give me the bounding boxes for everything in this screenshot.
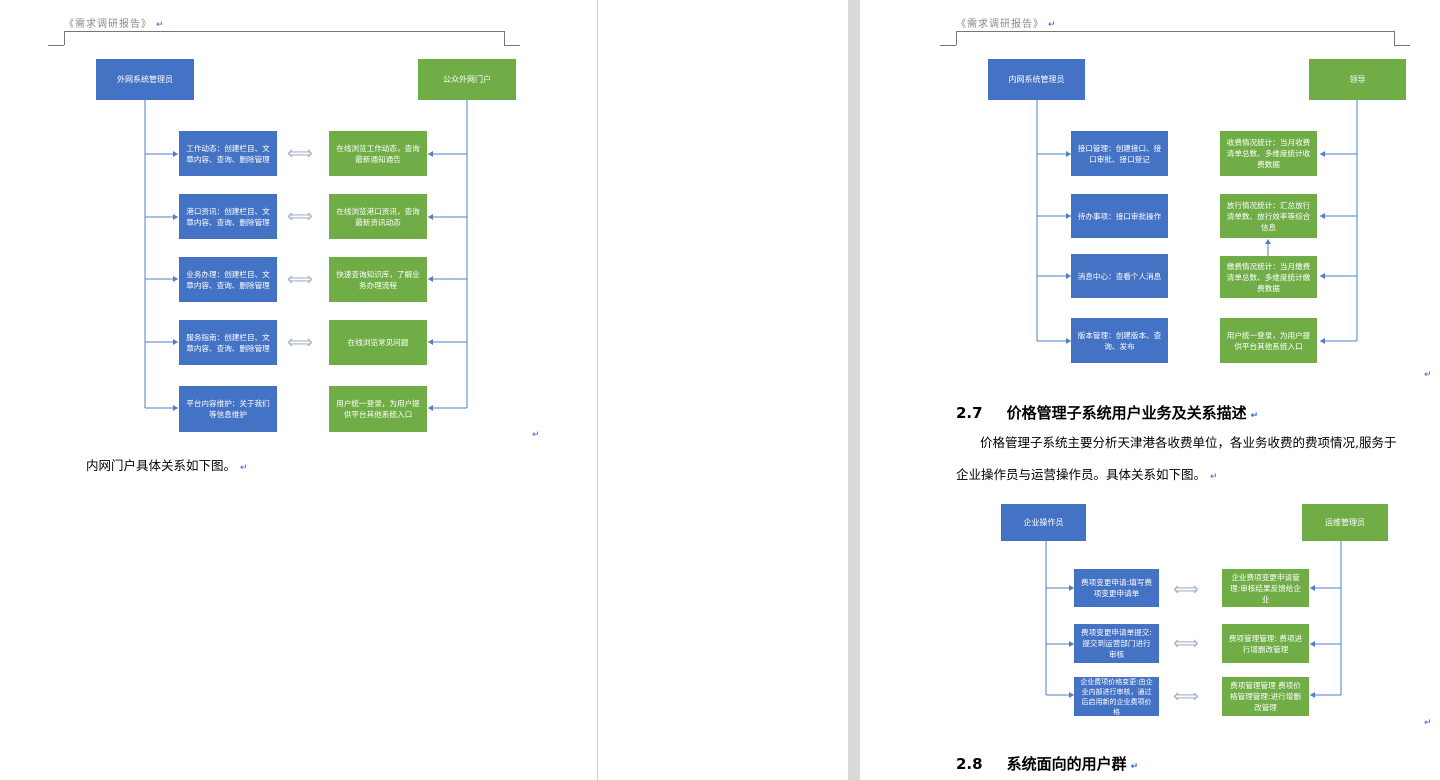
paragraph-line-2: 企业操作员与运营操作员。具体关系如下图。↵ bbox=[956, 464, 1218, 483]
diagram1-left-box-1: 工作动态：创建栏目、文章内容、查询、删除管理 bbox=[179, 131, 277, 176]
section-title: 系统面向的用户群 bbox=[1006, 755, 1127, 773]
diagram3-left-box-1: 费项变更申请:填写费项变更申请单 bbox=[1074, 569, 1159, 607]
section-number: 2.8 bbox=[956, 755, 983, 773]
return-mark-icon: ↵ bbox=[1130, 762, 1139, 772]
section-heading-2-7: 2.7 价格管理子系统用户业务及关系描述↵ bbox=[956, 402, 1258, 423]
diagram1-right-box-5: 用户统一登录，为用户提供平台其他系统入口 bbox=[329, 386, 427, 432]
page-header: 《需求调研报告》 ↵ bbox=[64, 15, 165, 30]
diagram2-left-box-4: 版本管理：创建版本、查询、发布 bbox=[1071, 318, 1168, 363]
diagram2-left-box-2: 待办事项：接口审批操作 bbox=[1071, 194, 1168, 238]
diagram1-left-box-2: 港口资讯：创建栏目、文章内容、查询、删除管理 bbox=[179, 194, 277, 239]
header-corner-right bbox=[504, 31, 505, 45]
double-arrow-icon: ⟺ bbox=[1173, 579, 1199, 600]
header-text: 《需求调研报告》 bbox=[64, 19, 152, 30]
diagram1-right-box-2: 在线浏览港口资讯，查询最新资讯动态 bbox=[329, 194, 427, 239]
header-corner-right bbox=[1394, 31, 1395, 45]
section-title: 价格管理子系统用户业务及关系描述 bbox=[1006, 404, 1247, 422]
diagram3-right-head: 运维管理员 bbox=[1302, 504, 1388, 541]
diagram2-left-head: 内网系统管理员 bbox=[988, 59, 1085, 100]
paragraph-mark-icon: ↵ bbox=[1424, 718, 1432, 728]
diagram2-connectors bbox=[1036, 100, 1358, 698]
double-arrow-icon: ⟺ bbox=[287, 332, 313, 353]
diagram1-right-head: 公众外网门户 bbox=[418, 59, 516, 100]
double-arrow-icon: ⟺ bbox=[1173, 686, 1199, 707]
double-arrow-icon: ⟺ bbox=[287, 269, 313, 290]
diagram1-left-box-4: 服务指南：创建栏目、文章内容、查询、删除管理 bbox=[179, 320, 277, 365]
header-corner-left bbox=[64, 31, 65, 45]
page-gap bbox=[848, 0, 860, 780]
header-corner-left-tick bbox=[48, 45, 64, 46]
return-mark-icon: ↵ bbox=[1048, 20, 1057, 30]
caption-text: 内网门户具体关系如下图。↵ bbox=[86, 455, 248, 474]
return-mark-icon: ↵ bbox=[156, 20, 165, 30]
diagram1-right-box-1: 在线浏览工作动态，查询最新通知通告 bbox=[329, 131, 427, 176]
diagram3-left-box-3: 企业费项价格变更:由企业内部进行审核，通过后启用新的企业费项价格 bbox=[1074, 677, 1159, 716]
return-mark-icon: ↵ bbox=[1210, 472, 1218, 482]
header-corner-right-tick bbox=[504, 45, 520, 46]
double-arrow-icon: ⟺ bbox=[1173, 633, 1199, 654]
diagram2-right-box-2: 放行情况统计：汇总放行清单数、放行效率等综合信息 bbox=[1220, 194, 1317, 238]
diagram1-right-box-3: 快速查询知识库，了解业务办理流程 bbox=[329, 257, 427, 302]
diagram3-right-box-1: 企业费项变更申请管理:审核结果反馈给企业 bbox=[1222, 569, 1309, 607]
diagram1-left-box-3: 业务办理：创建栏目、文章内容、查询、删除管理 bbox=[179, 257, 277, 302]
section-heading-2-8: 2.8 系统面向的用户群↵ bbox=[956, 753, 1138, 774]
document-page-1: 《需求调研报告》 ↵ bbox=[0, 0, 598, 780]
diagram1-left-head: 外网系统管理员 bbox=[96, 59, 194, 100]
diagram1-right-box-4: 在线浏览常见问题 bbox=[329, 320, 427, 365]
diagram2-right-box-1: 收费情况统计：当月收费清单总数、多维度统计收费数据 bbox=[1220, 131, 1317, 176]
diagram1-connectors bbox=[144, 100, 468, 411]
paragraph-line-2-text: 企业操作员与运营操作员。具体关系如下图。 bbox=[956, 467, 1207, 482]
header-corner-right-tick bbox=[1394, 45, 1410, 46]
diagram2-right-box-4: 用户统一登录，为用户提供平台其他系统入口 bbox=[1220, 318, 1317, 363]
diagram3-right-box-2: 费项管理管理: 费项进行增删改管理 bbox=[1222, 624, 1309, 663]
header-rule bbox=[64, 31, 504, 32]
diagram1-left-box-5: 平台内容维护：关于我们等信息维护 bbox=[179, 386, 277, 432]
paragraph-line-1: 价格管理子系统主要分析天津港各收费单位，各业务收费的费项情况,服务于 bbox=[980, 435, 1397, 450]
section-number: 2.7 bbox=[956, 404, 983, 422]
paragraph-mark-icon: ↵ bbox=[532, 430, 540, 440]
diagram3-left-head: 企业操作员 bbox=[1001, 504, 1086, 541]
paragraph-mark-icon: ↵ bbox=[1424, 370, 1432, 380]
diagram2-left-box-1: 接口管理：创建接口、接口审批、接口登记 bbox=[1071, 131, 1168, 176]
header-corner-left-tick bbox=[940, 45, 956, 46]
return-mark-icon: ↵ bbox=[1250, 411, 1259, 421]
diagram3-right-box-3: 费项管理管理 费项价格管理管理:进行增删改管理 bbox=[1222, 677, 1309, 716]
return-mark-icon: ↵ bbox=[240, 463, 248, 473]
caption-label: 内网门户具体关系如下图。 bbox=[86, 458, 237, 473]
diagram2-right-head: 领导 bbox=[1309, 59, 1406, 100]
header-corner-left bbox=[956, 31, 957, 45]
diagram3-left-box-2: 费项变更申请单提交:提交到运营部门进行审核 bbox=[1074, 624, 1159, 663]
page-header: 《需求调研报告》 ↵ bbox=[956, 15, 1057, 30]
double-arrow-icon: ⟺ bbox=[287, 206, 313, 227]
header-rule bbox=[956, 31, 1394, 32]
header-text: 《需求调研报告》 bbox=[956, 19, 1044, 30]
diagram2-left-box-3: 消息中心：查看个人消息 bbox=[1071, 254, 1168, 298]
document-page-2: 《需求调研报告》 ↵ bbox=[860, 0, 1440, 780]
diagram2-right-box-3: 缴费情况统计：当月缴费清单总数、多维度统计缴费数据 bbox=[1220, 256, 1317, 298]
double-arrow-icon: ⟺ bbox=[287, 143, 313, 164]
